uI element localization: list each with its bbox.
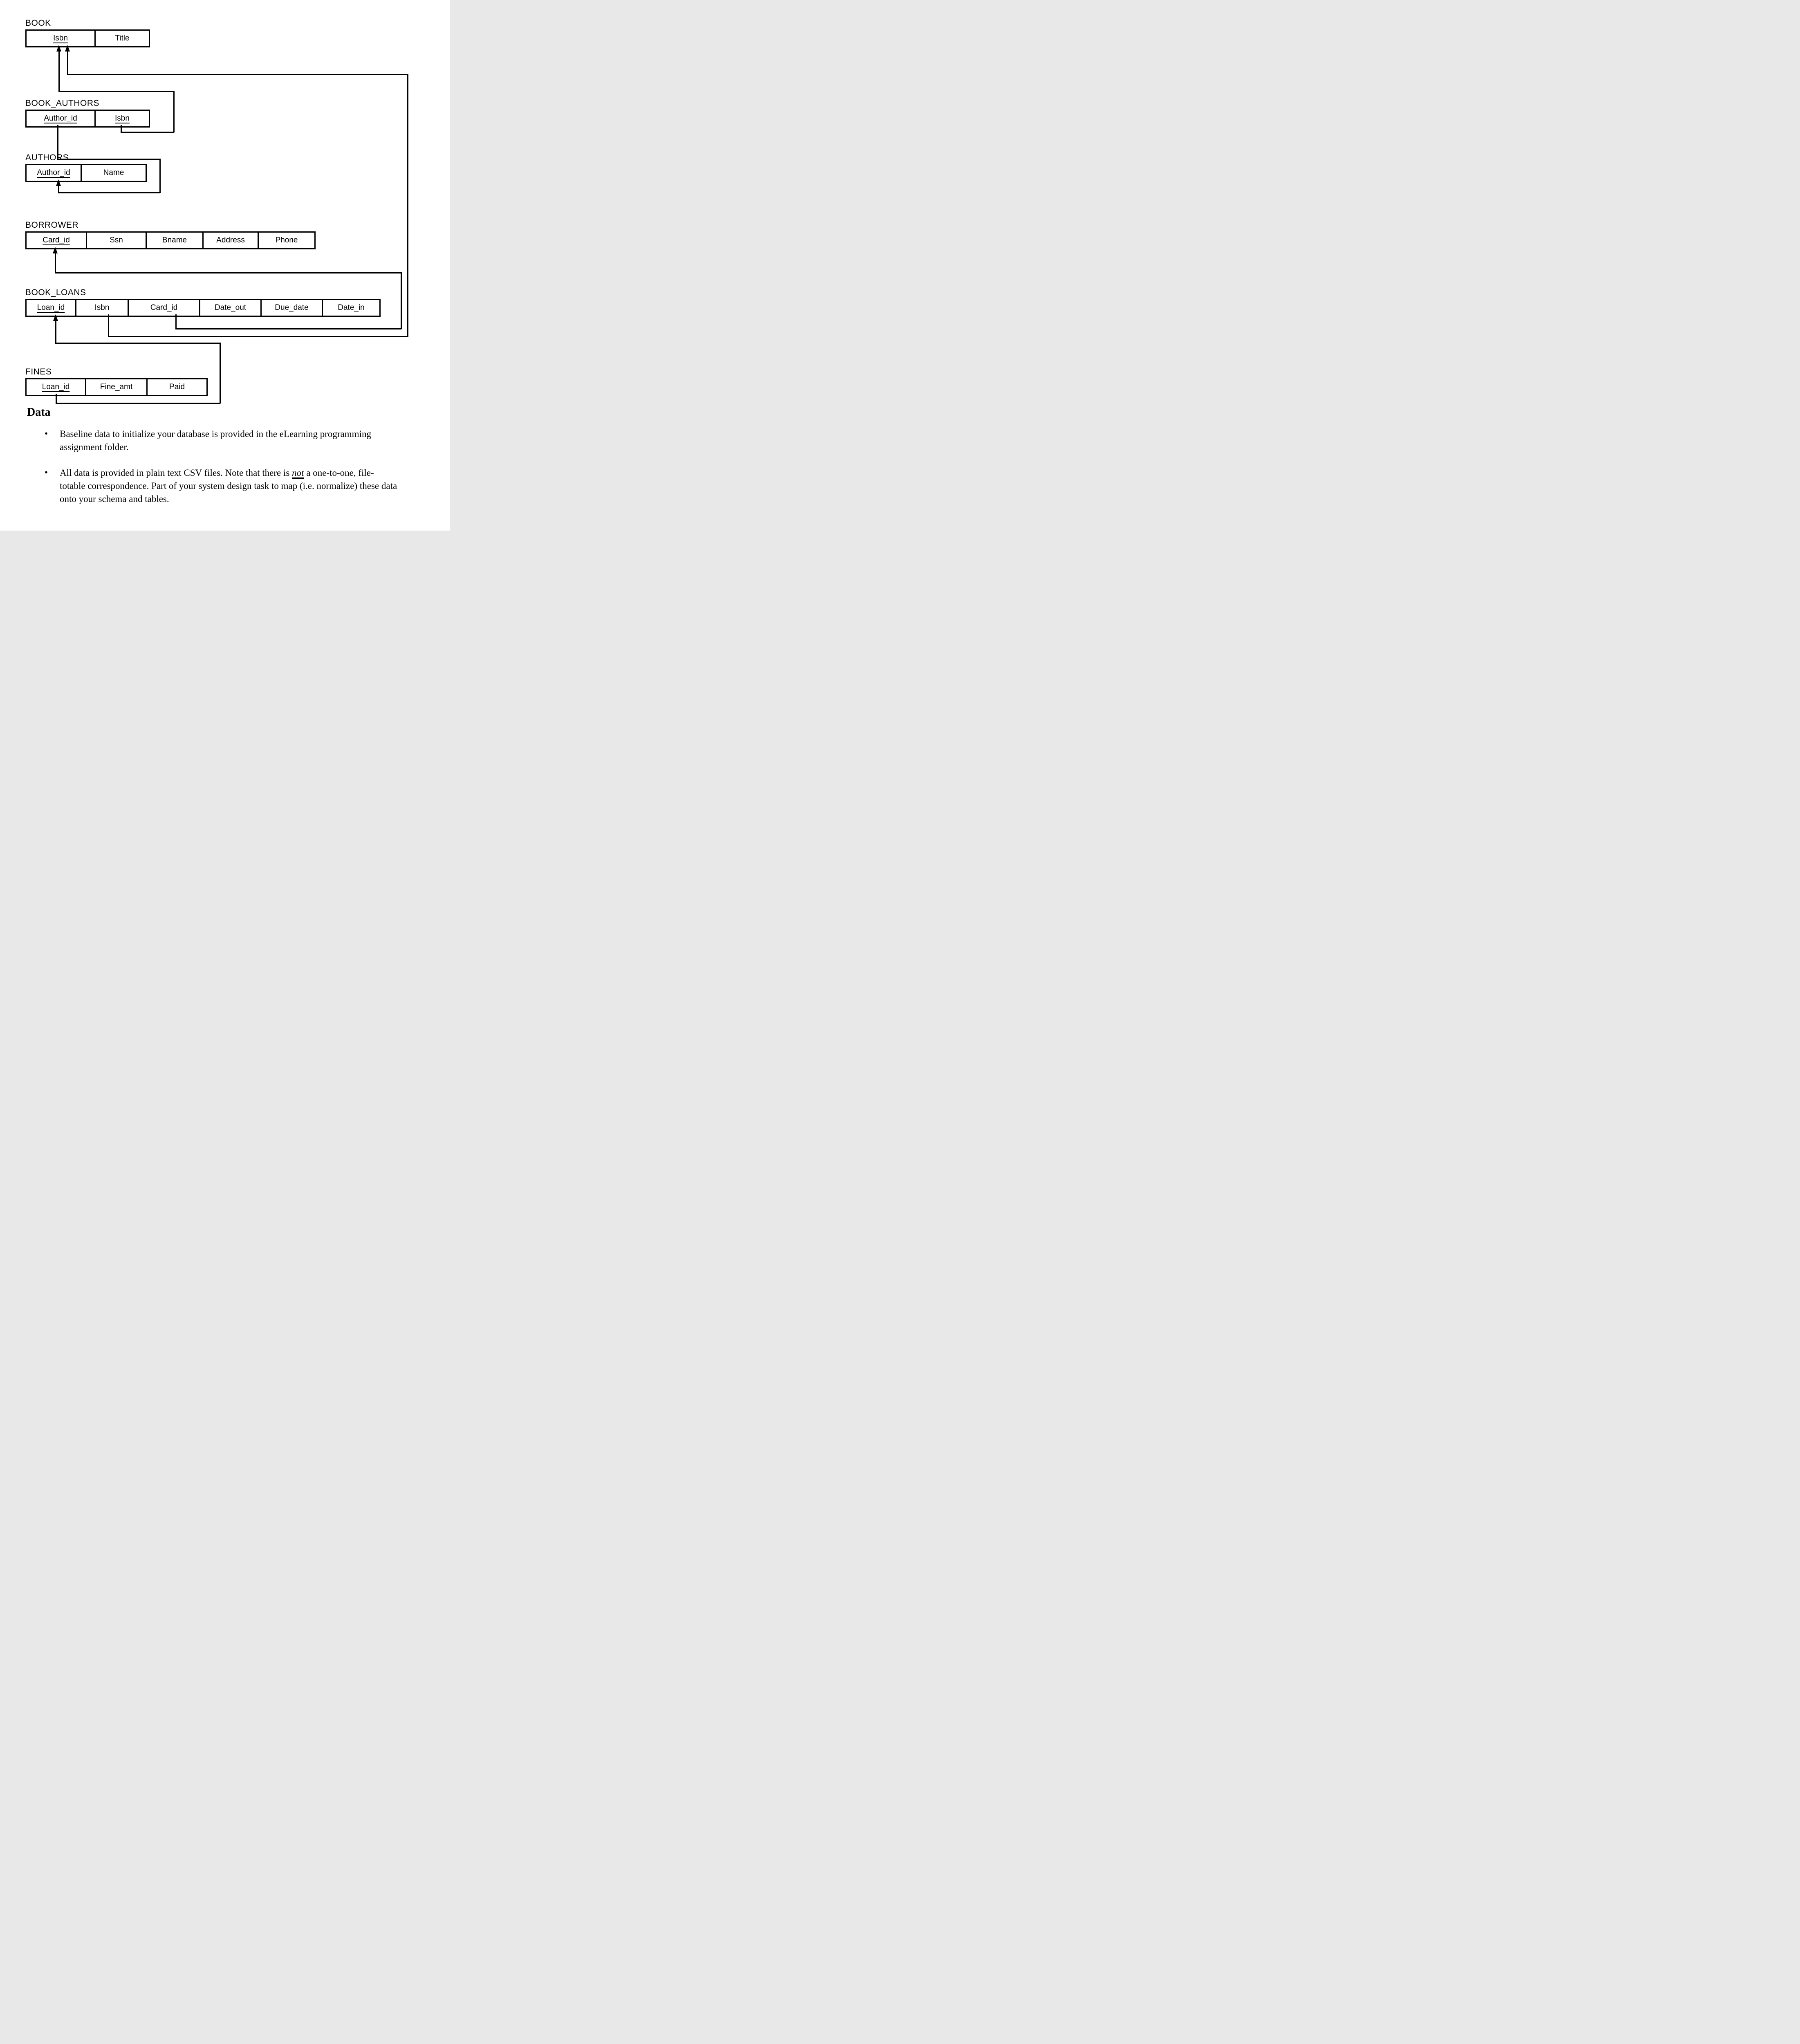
fk-line [55,343,220,344]
column-borrower-card-id: Card_id [27,233,87,248]
bullet2-line1-pre: All data is provided in plain text CSV f… [60,468,292,478]
column-book-loans-date-out: Date_out [200,300,262,316]
table-label-authors: AUTHORS [25,153,69,162]
fk-line [407,74,408,337]
table-fines: Loan_id Fine_amt Paid [25,378,208,396]
column-borrower-address: Address [204,233,259,248]
fk-line [58,185,59,193]
fk-line [175,328,401,329]
fk-line [173,91,175,132]
fk-line [58,192,160,193]
column-book-title: Title [115,34,130,43]
bullet1-line1: Baseline data to initialize your databas… [60,429,371,439]
arrowhead-icon [53,247,58,253]
bullet-glyph: • [45,428,48,439]
fk-line [55,253,56,273]
column-book-authors-author-id: Author_id [27,111,96,126]
fk-line [67,51,68,74]
column-fines-fine-amt: Fine_amt [86,379,148,395]
fk-line [175,314,177,329]
bullet1-line2: assignment folder. [60,442,129,452]
column-book-loans-date-in: Date_in [338,303,365,312]
fk-line [57,125,58,159]
fk-line [55,272,401,273]
table-book: Isbn Title [25,29,150,47]
column-fines-loan-id: Loan_id [27,379,86,395]
column-book-authors-isbn: Isbn [115,114,130,123]
bullet2-line1-emphasis: not [292,468,304,478]
fk-line [67,74,408,75]
bullet-glyph: • [45,467,48,477]
column-borrower-bname: Bname [147,233,204,248]
column-fines-paid: Paid [169,383,185,391]
bullet-item-1: Baseline data to initialize your databas… [60,428,371,454]
table-borrower: Card_id Ssn Bname Address Phone [25,231,316,249]
column-book-isbn: Isbn [27,31,96,46]
arrowhead-icon [65,45,70,52]
fk-line [56,403,220,404]
column-book-loans-card-id: Card_id [129,300,200,316]
bullet-item-2: All data is provided in plain text CSV f… [60,466,397,506]
document-page: BOOK Isbn Title BOOK_AUTHORS Author_id I… [0,0,450,531]
fk-line [108,314,109,336]
fk-line [401,272,402,329]
fk-line [121,132,174,133]
column-authors-name: Name [103,168,124,177]
table-label-book: BOOK [25,18,51,28]
column-borrower-phone: Phone [275,236,298,244]
column-borrower-ssn: Ssn [87,233,147,248]
column-book-loans-due-date: Due_date [262,300,323,316]
fk-line [108,336,408,337]
table-book-authors: Author_id Isbn [25,110,150,128]
fk-line [159,159,161,193]
fk-line [56,394,57,403]
fk-line [220,343,221,403]
table-label-borrower: BORROWER [25,220,78,230]
column-book-loans-isbn: Isbn [76,300,129,316]
fk-line [57,159,160,160]
column-authors-author-id: Author_id [27,165,82,181]
fk-line [58,91,175,92]
fk-line [55,320,56,343]
table-label-book-authors: BOOK_AUTHORS [25,99,100,108]
fk-line [121,125,122,132]
fk-line [58,51,60,92]
bullet2-line1-post: a one-to-one, file- [304,468,374,478]
table-label-fines: FINES [25,367,52,377]
table-label-book-loans: BOOK_LOANS [25,288,86,297]
bullet2-line2: totable correspondence. Part of your sys… [60,481,397,491]
table-authors: Author_id Name [25,164,147,182]
bullet2-line1: All data is provided in plain text CSV f… [60,466,397,480]
section-heading-data: Data [27,406,51,419]
arrowhead-icon [53,314,58,321]
arrowhead-icon [56,45,61,52]
bullet2-line3: onto your schema and tables. [60,494,169,504]
column-book-loans-loan-id: Loan_id [27,300,76,316]
table-book-loans: Loan_id Isbn Card_id Date_out Due_date D… [25,299,381,317]
arrowhead-icon [56,179,61,186]
